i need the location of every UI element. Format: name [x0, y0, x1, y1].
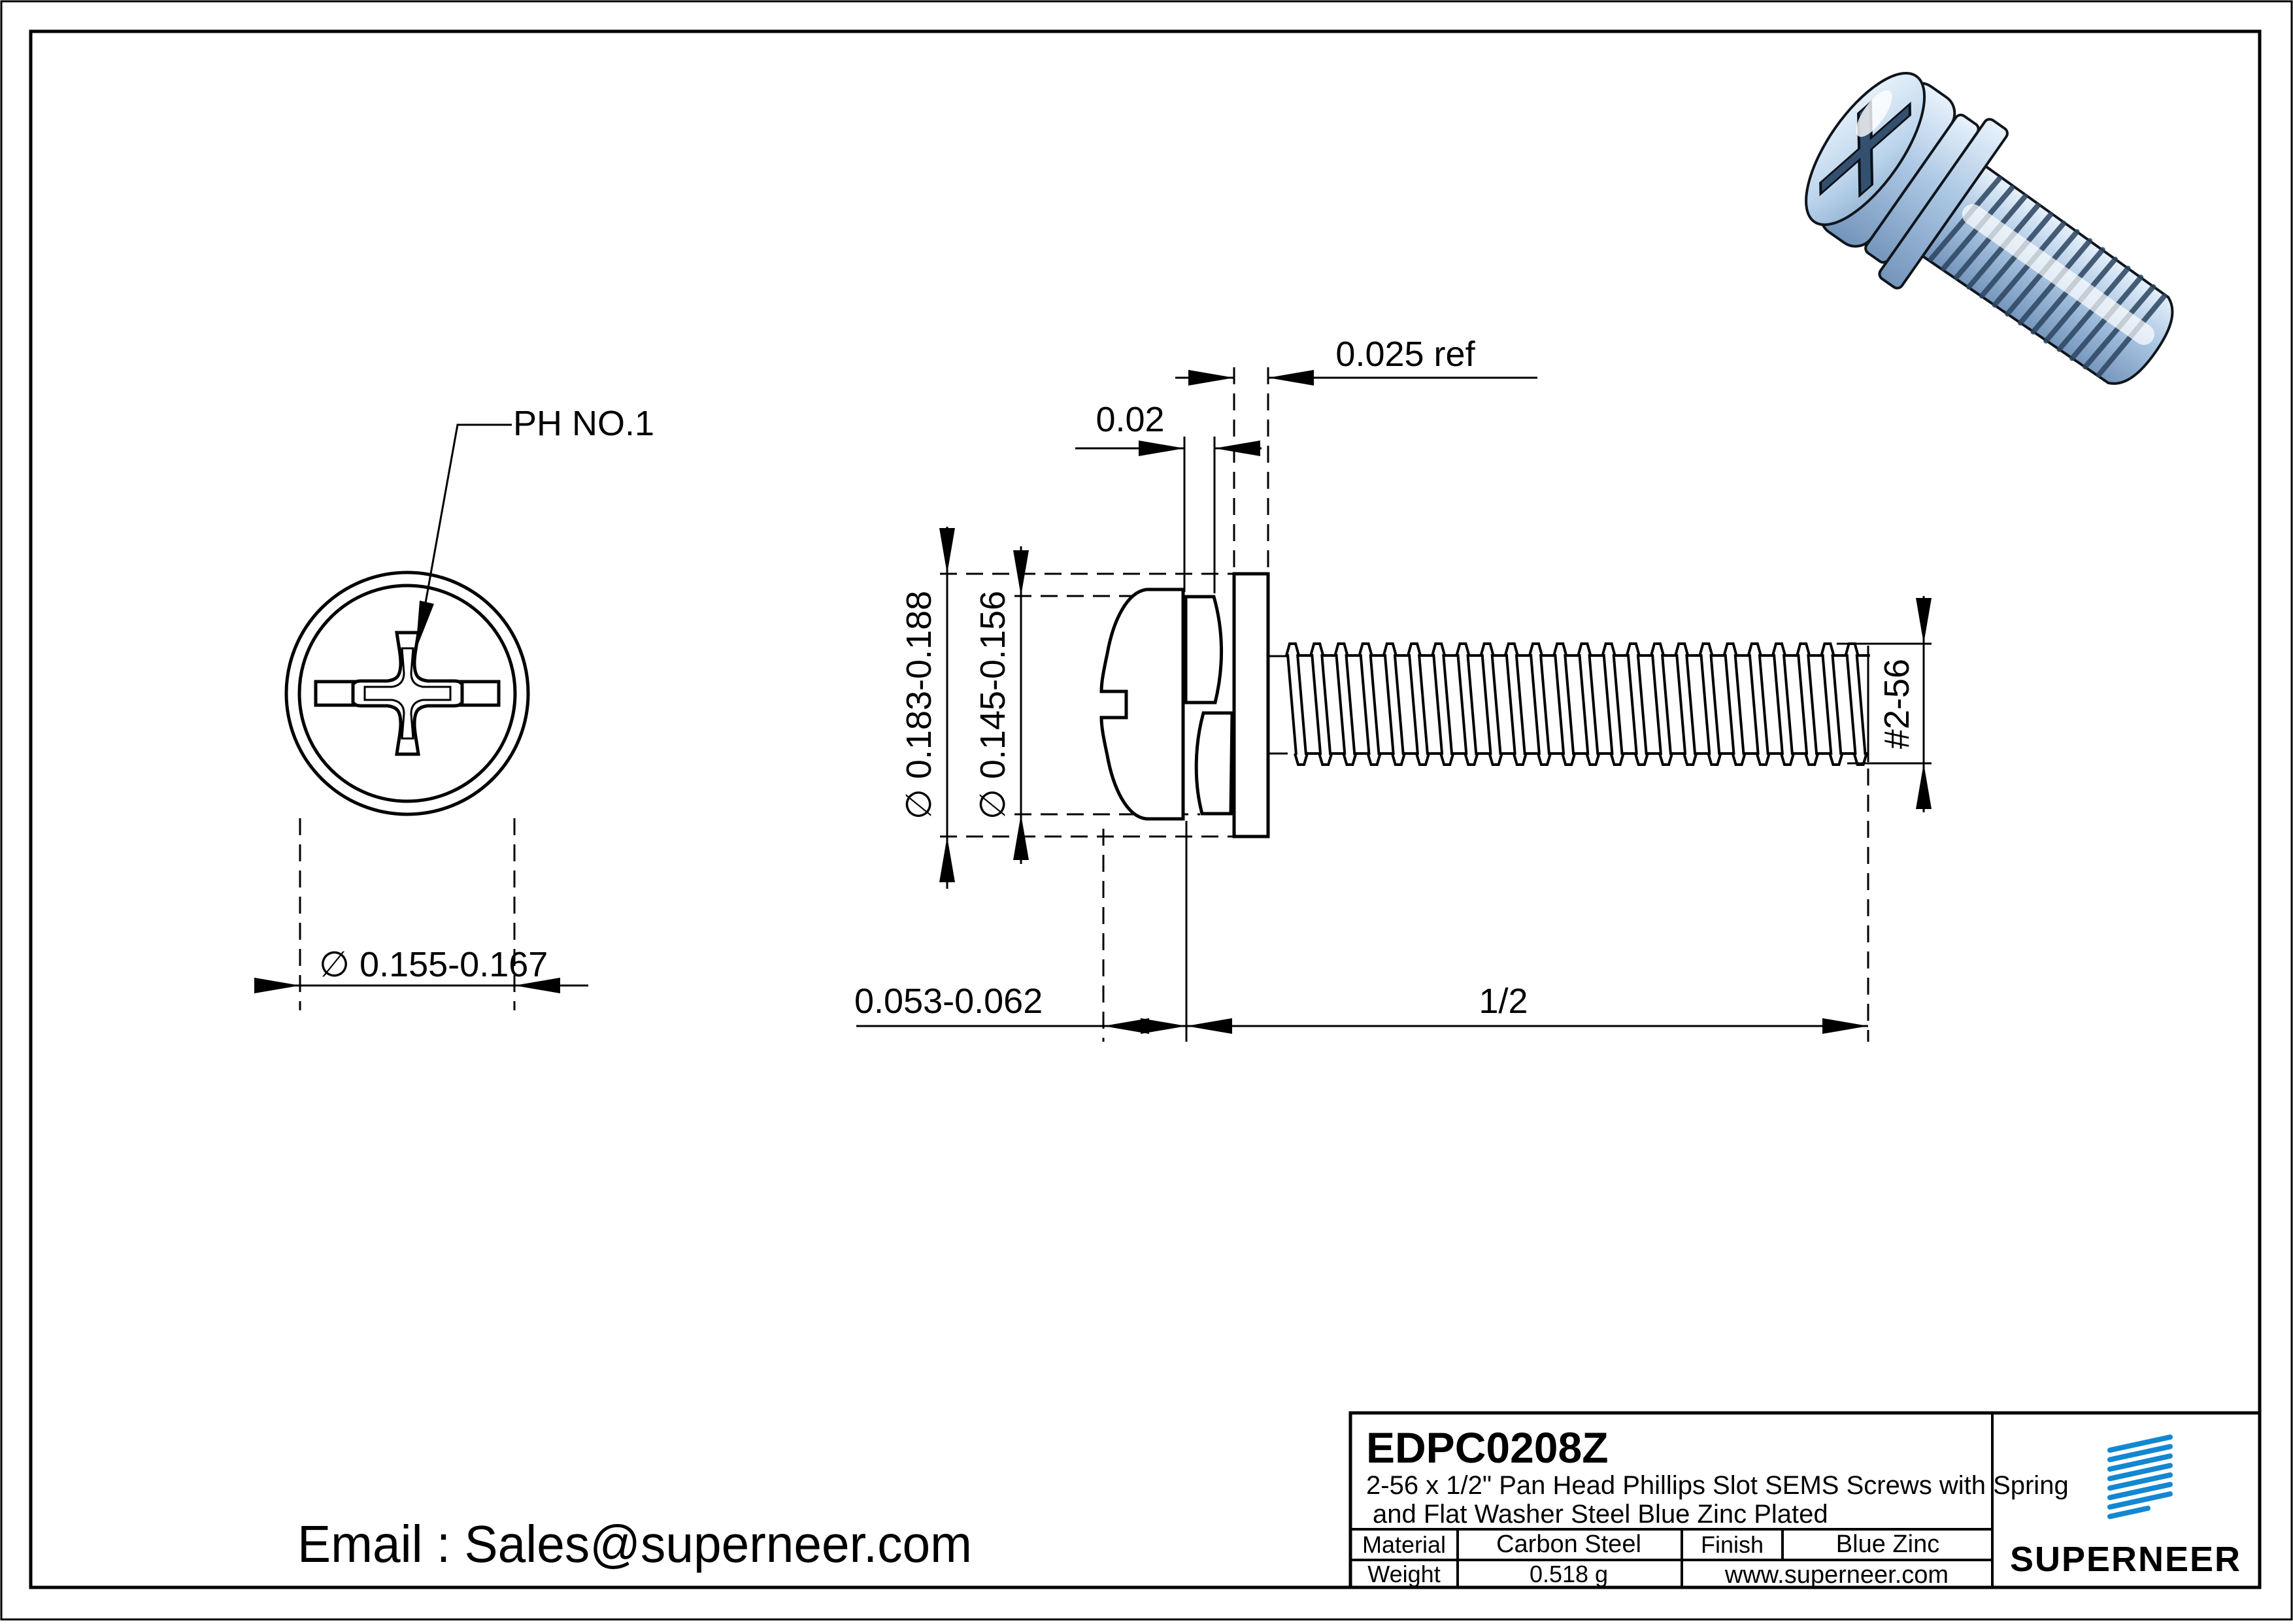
spring-washer-top	[1184, 595, 1224, 704]
thread-length-label: 1/2	[1479, 982, 1528, 1021]
website-link[interactable]: www.superneer.com	[1724, 1561, 1949, 1589]
material-label: Material	[1362, 1531, 1446, 1558]
washer-od-label: ∅ 0.183-0.188	[899, 591, 939, 820]
thread-size-label: #2-56	[1877, 659, 1916, 749]
dim-0025-arrow-right	[1268, 370, 1314, 386]
pan-head-profile	[1099, 588, 1185, 821]
logo-stripe	[2107, 1491, 2173, 1510]
material-value: Carbon Steel	[1496, 1531, 1641, 1558]
dim-washer-od-arrow-top	[939, 528, 955, 574]
thread-profile	[1285, 642, 1870, 766]
dim-headheight-arrow-right	[1141, 1018, 1186, 1034]
front-dia-label: ∅ 0.155-0.167	[319, 945, 548, 984]
render-shank-highlight	[1962, 204, 2154, 345]
screw-3d-render	[1805, 71, 2174, 385]
logo-stripe	[2107, 1505, 2151, 1519]
dim-washer-od-arrow-bottom	[939, 837, 955, 882]
front-dim-arrow-left	[254, 978, 300, 993]
title-block-border	[1348, 1411, 2262, 1589]
drawing-frame	[29, 29, 2262, 1589]
dim-length-arrow-right	[1822, 1018, 1868, 1034]
head-height-label: 0.053-0.062	[854, 982, 1043, 1021]
front-dim-arrow-right	[514, 978, 560, 993]
side-view: ∅ 0.183-0.188 ∅ 0.145-0.156 0.025 ref	[854, 335, 1932, 1042]
render-head-highlight	[1856, 90, 1892, 137]
weight-value: 0.518 g	[1530, 1561, 1608, 1587]
logo-stripe	[2107, 1453, 2173, 1472]
spring-od-label: ∅ 0.145-0.156	[973, 591, 1013, 820]
dim-thread-arrow-top	[1916, 598, 1932, 644]
dim-002-arrow-right	[1214, 440, 1260, 456]
finish-value: Blue Zinc	[1836, 1531, 1939, 1558]
dim-0025-arrow-left	[1188, 370, 1234, 386]
spring-washer-bottom	[1194, 711, 1234, 816]
description-line2: and Flat Washer Steel Blue Zinc Plated	[1373, 1500, 1828, 1529]
logo-stripe	[2107, 1482, 2173, 1500]
phillips-cross-inner	[363, 647, 452, 740]
logo-stripe	[2107, 1472, 2173, 1491]
dim-002-arrow-left	[1139, 440, 1184, 456]
part-number: EDPC0208Z	[1366, 1423, 1609, 1472]
dim-headheight-arrow-left	[1103, 1018, 1149, 1034]
ph-leader-line	[418, 423, 512, 640]
dim-spring-od-arrow-top	[1013, 550, 1029, 596]
dim-thread-arrow-bottom	[1916, 763, 1932, 809]
front-view: PH NO.1 ∅ 0.155-0.167	[254, 404, 654, 1010]
spring-thickness-label: 0.02	[1096, 400, 1164, 439]
phillips-cross	[351, 631, 464, 756]
ph-leader-arrow	[416, 601, 434, 650]
brand-name: SUPERNEER	[2010, 1540, 2241, 1579]
dim-spring-od-arrow-bottom	[1013, 814, 1029, 860]
description-line1: 2-56 x 1/2" Pan Head Phillips Slot SEMS …	[1366, 1471, 2069, 1500]
dim-length-arrow-left	[1186, 1018, 1232, 1034]
logo-stripe	[2107, 1434, 2173, 1453]
email-text: Email : Sales@superneer.com	[297, 1515, 972, 1573]
logo-stripe	[2107, 1463, 2173, 1482]
title-block: EDPC0208Z 2-56 x 1/2" Pan Head Phillips …	[1348, 1411, 2262, 1589]
logo-stripe	[2107, 1444, 2173, 1463]
finish-label: Finish	[1701, 1531, 1764, 1558]
superneer-logo-icon	[2107, 1434, 2173, 1519]
ph-number-label: PH NO.1	[513, 404, 654, 443]
washer-thickness-label: 0.025 ref	[1335, 335, 1475, 374]
weight-label: Weight	[1367, 1561, 1440, 1587]
flat-washer	[1232, 572, 1270, 838]
